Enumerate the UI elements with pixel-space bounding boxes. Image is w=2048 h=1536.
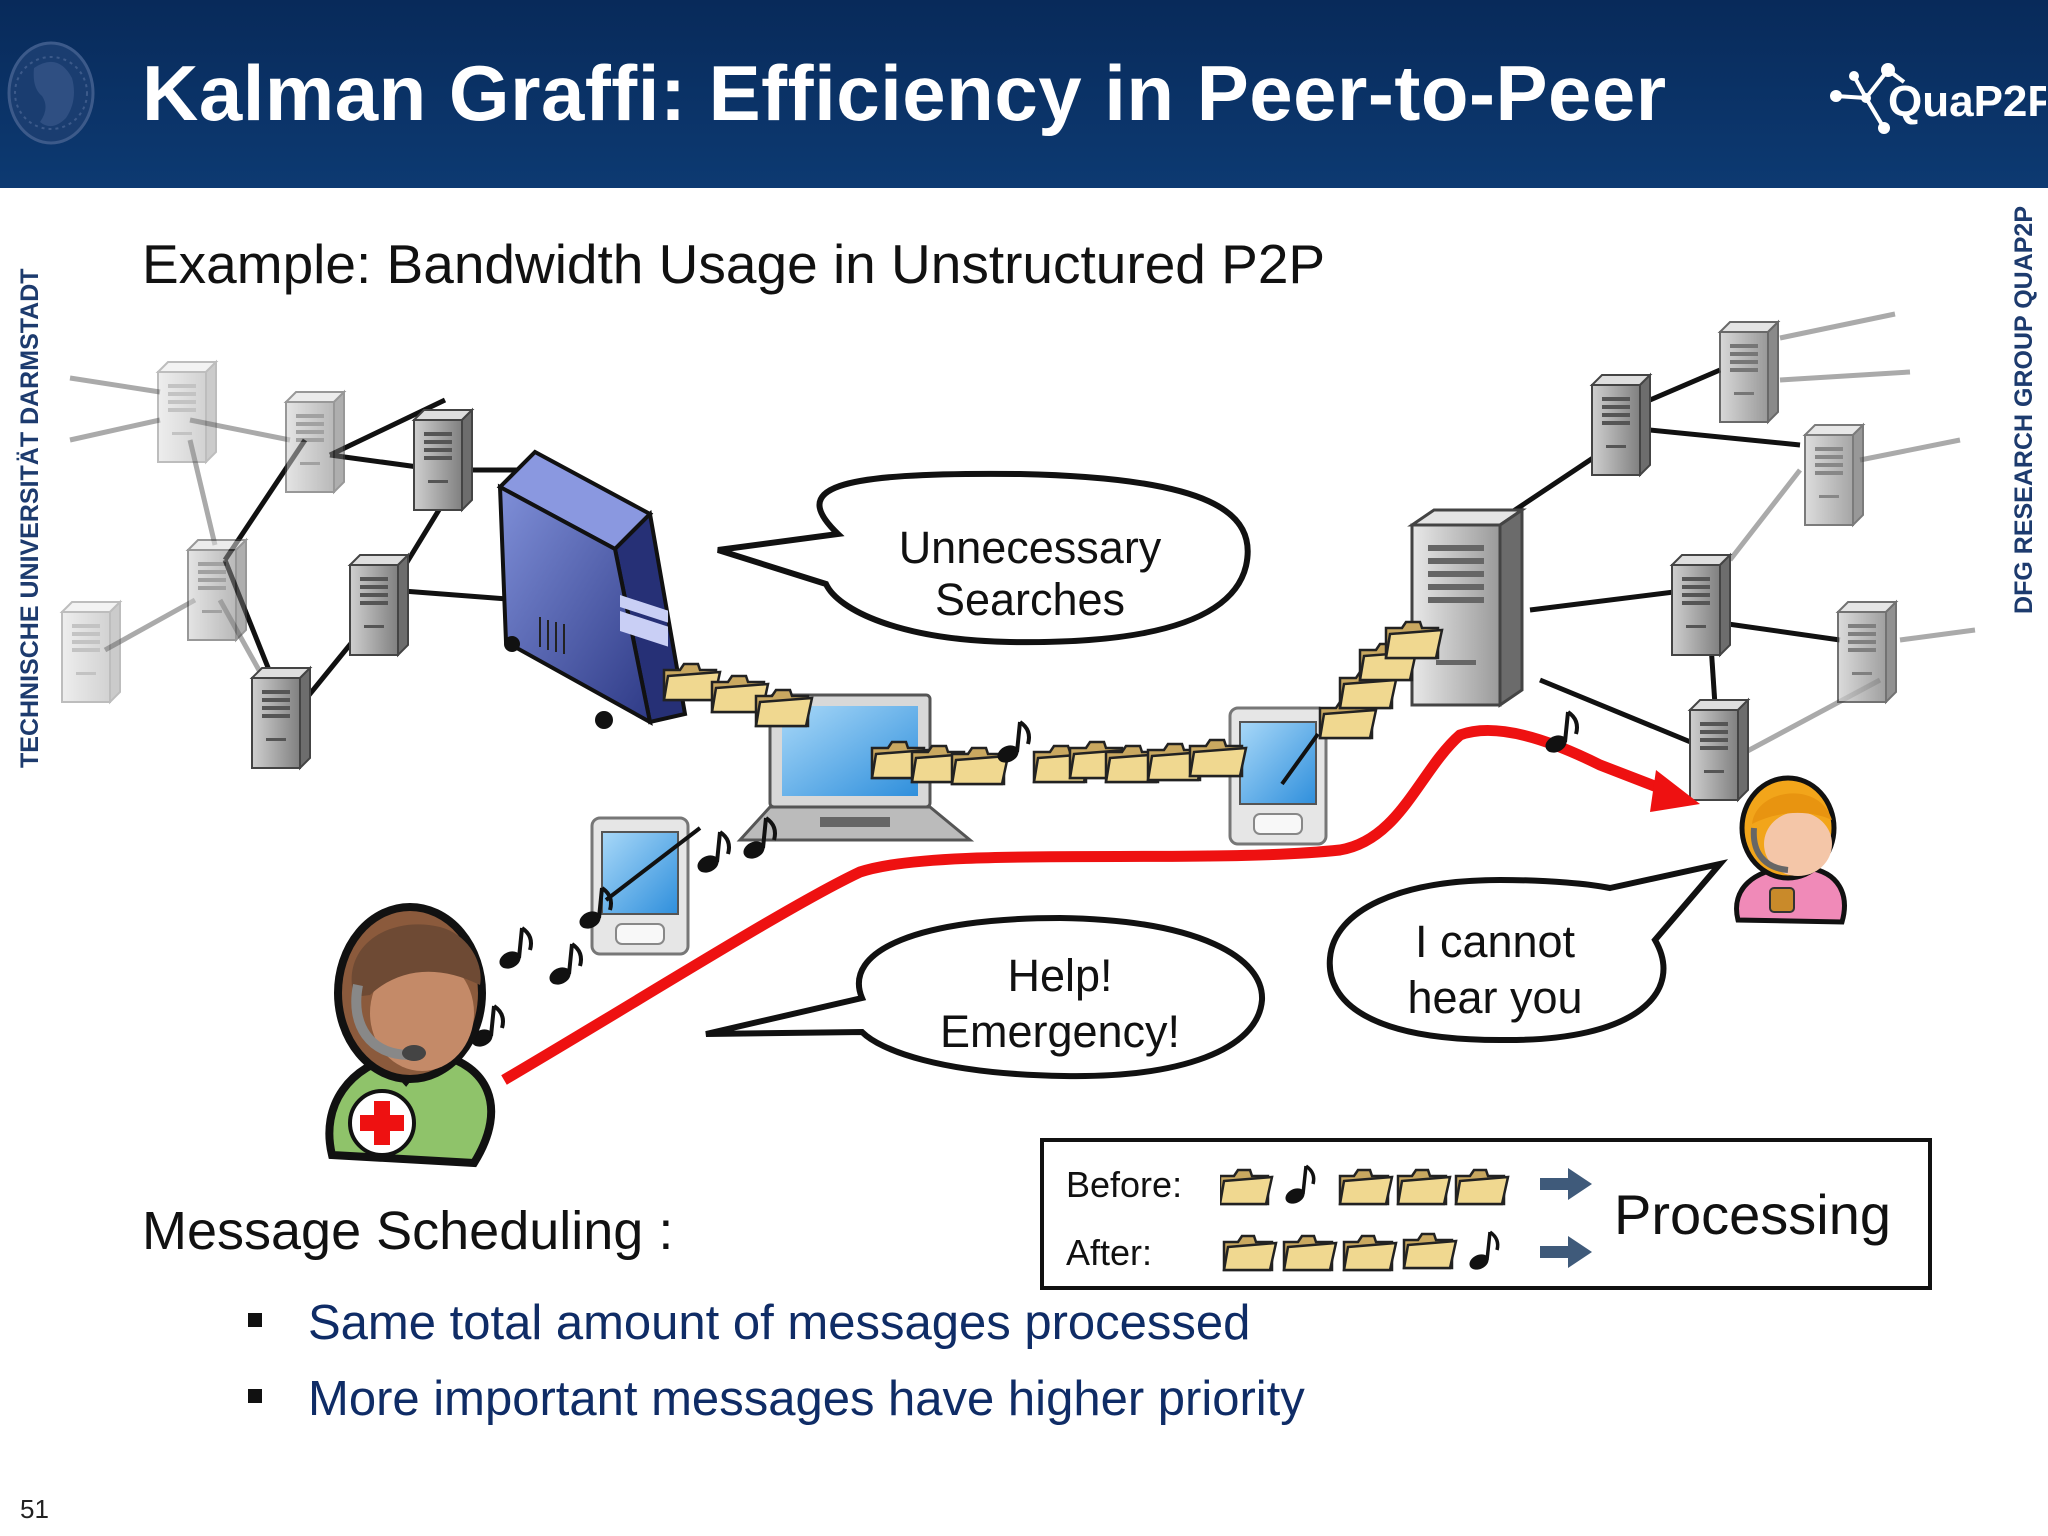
before-label: Before: [1066, 1164, 1183, 1205]
voice-path-line [501, 724, 1672, 1085]
after-queue-icons [1222, 1230, 1592, 1275]
right-pda-icon [1228, 706, 1328, 846]
bubble-unnecessary-searches [717, 470, 1251, 646]
right-network-links [1498, 367, 1841, 753]
svg-text:QuaP2P: QuaP2P [1888, 77, 2046, 126]
processing-label: Processing [1614, 1183, 1892, 1246]
unnecessary-searches-text: Unnecessary Searches [898, 522, 1162, 625]
arrow-right-icon [1650, 770, 1700, 812]
help-emergency-text: Help! Emergency! [939, 950, 1181, 1057]
left-peer-server-icon [413, 409, 473, 511]
paramedic-icon [325, 903, 496, 1168]
left-pda-icon [590, 816, 690, 956]
slide-subtitle: Example: Bandwidth Usage in Unstructured… [142, 233, 1326, 295]
quap2p-logo: QuaP2P [1830, 63, 2046, 134]
page-number: 51 [20, 1494, 49, 1524]
after-label: After: [1066, 1232, 1153, 1273]
processing-legend-box: Before: After: [1040, 1138, 1932, 1290]
big-blue-server-icon [496, 449, 688, 729]
bullet-marker [248, 1313, 262, 1327]
university-seal-icon [7, 41, 95, 145]
search-folders-left [662, 662, 814, 728]
header-bar: Kalman Graffi: Efficiency in Peer-to-Pee… [0, 0, 2048, 188]
bubble-cannot-hear [1326, 859, 1729, 1044]
operator-icon [1734, 775, 1847, 925]
before-queue-icons [1220, 1164, 1592, 1209]
message-scheduling-heading: Message Scheduling : [142, 1201, 674, 1261]
cannot-hear-text: I cannot hear you [1407, 916, 1583, 1023]
bullet-marker [248, 1389, 262, 1403]
bubble-help-emergency [705, 914, 1266, 1080]
big-grey-server-icon [1407, 507, 1527, 708]
slide-title: Kalman Graffi: Efficiency in Peer-to-Pee… [142, 49, 1667, 137]
